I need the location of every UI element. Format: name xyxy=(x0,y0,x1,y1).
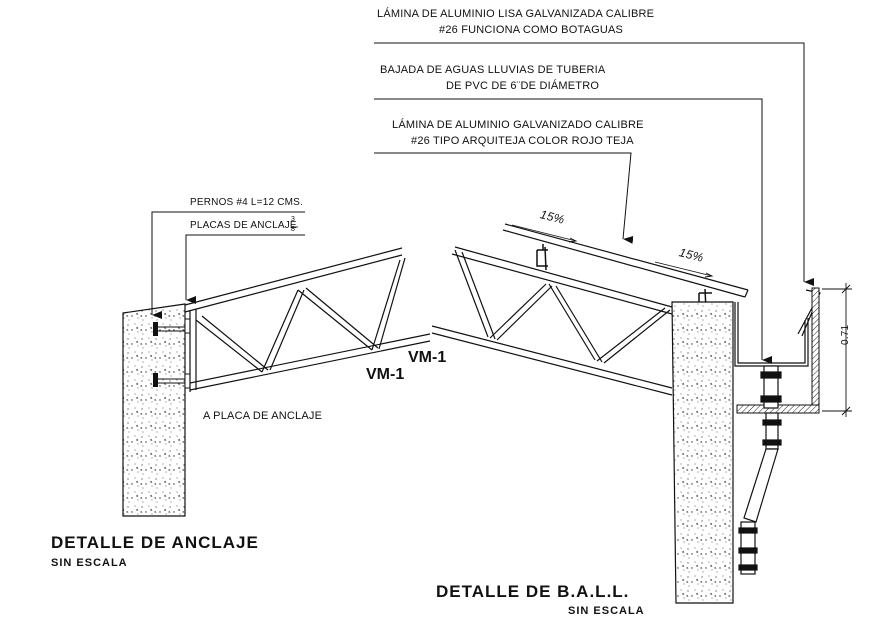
anclaje-subtitle: SIN ESCALA xyxy=(51,557,128,569)
slope-arrows xyxy=(511,224,714,278)
right-wall xyxy=(671,301,734,604)
lamina-lisa-line1: LÁMINA DE ALUMINIO LISA GALVANIZADA CALI… xyxy=(377,8,655,20)
dimension-label: 0.71 xyxy=(840,324,851,345)
placa-anclaje-label: A PLACA DE ANCLAJE xyxy=(203,410,323,422)
vm-label-right: VM-1 xyxy=(408,349,447,366)
left-truss xyxy=(184,247,431,392)
pernos-label: PERNOS #4 L=12 CMS. xyxy=(190,197,304,208)
left-wall xyxy=(122,303,186,517)
placas-label: PLACAS DE ANCLAJE xyxy=(190,220,297,231)
bajada-line1: BAJADA DE AGUAS LLUVIAS DE TUBERIA xyxy=(380,64,606,76)
roof-sheet xyxy=(502,223,749,298)
lamina-lisa-line2: #26 FUNCIONA COMO BOTAGUAS xyxy=(439,24,624,36)
right-truss xyxy=(431,246,673,396)
arquiteja-line1: LÁMINA DE ALUMINIO GALVANIZADO CALIBRE xyxy=(392,119,644,131)
dimension-height xyxy=(822,283,852,417)
ball-subtitle: SIN ESCALA xyxy=(568,605,645,617)
vm-label-left: VM-1 xyxy=(366,366,405,383)
arquiteja-line2: #26 TIPO ARQUITEJA COLOR ROJO TEJA xyxy=(411,135,634,147)
ball-title: DETALLE DE B.A.L.L. xyxy=(436,582,630,601)
bajada-line2: DE PVC DE 6¨DE DIÁMETRO xyxy=(446,80,600,92)
placas-fraction-num: 3 xyxy=(291,216,296,223)
anchor-plates xyxy=(153,318,191,389)
downpipe xyxy=(738,365,782,575)
leader-lines xyxy=(151,42,814,364)
anclaje-title: DETALLE DE ANCLAJE xyxy=(51,533,259,552)
placas-fraction-den: 8 xyxy=(291,226,296,233)
